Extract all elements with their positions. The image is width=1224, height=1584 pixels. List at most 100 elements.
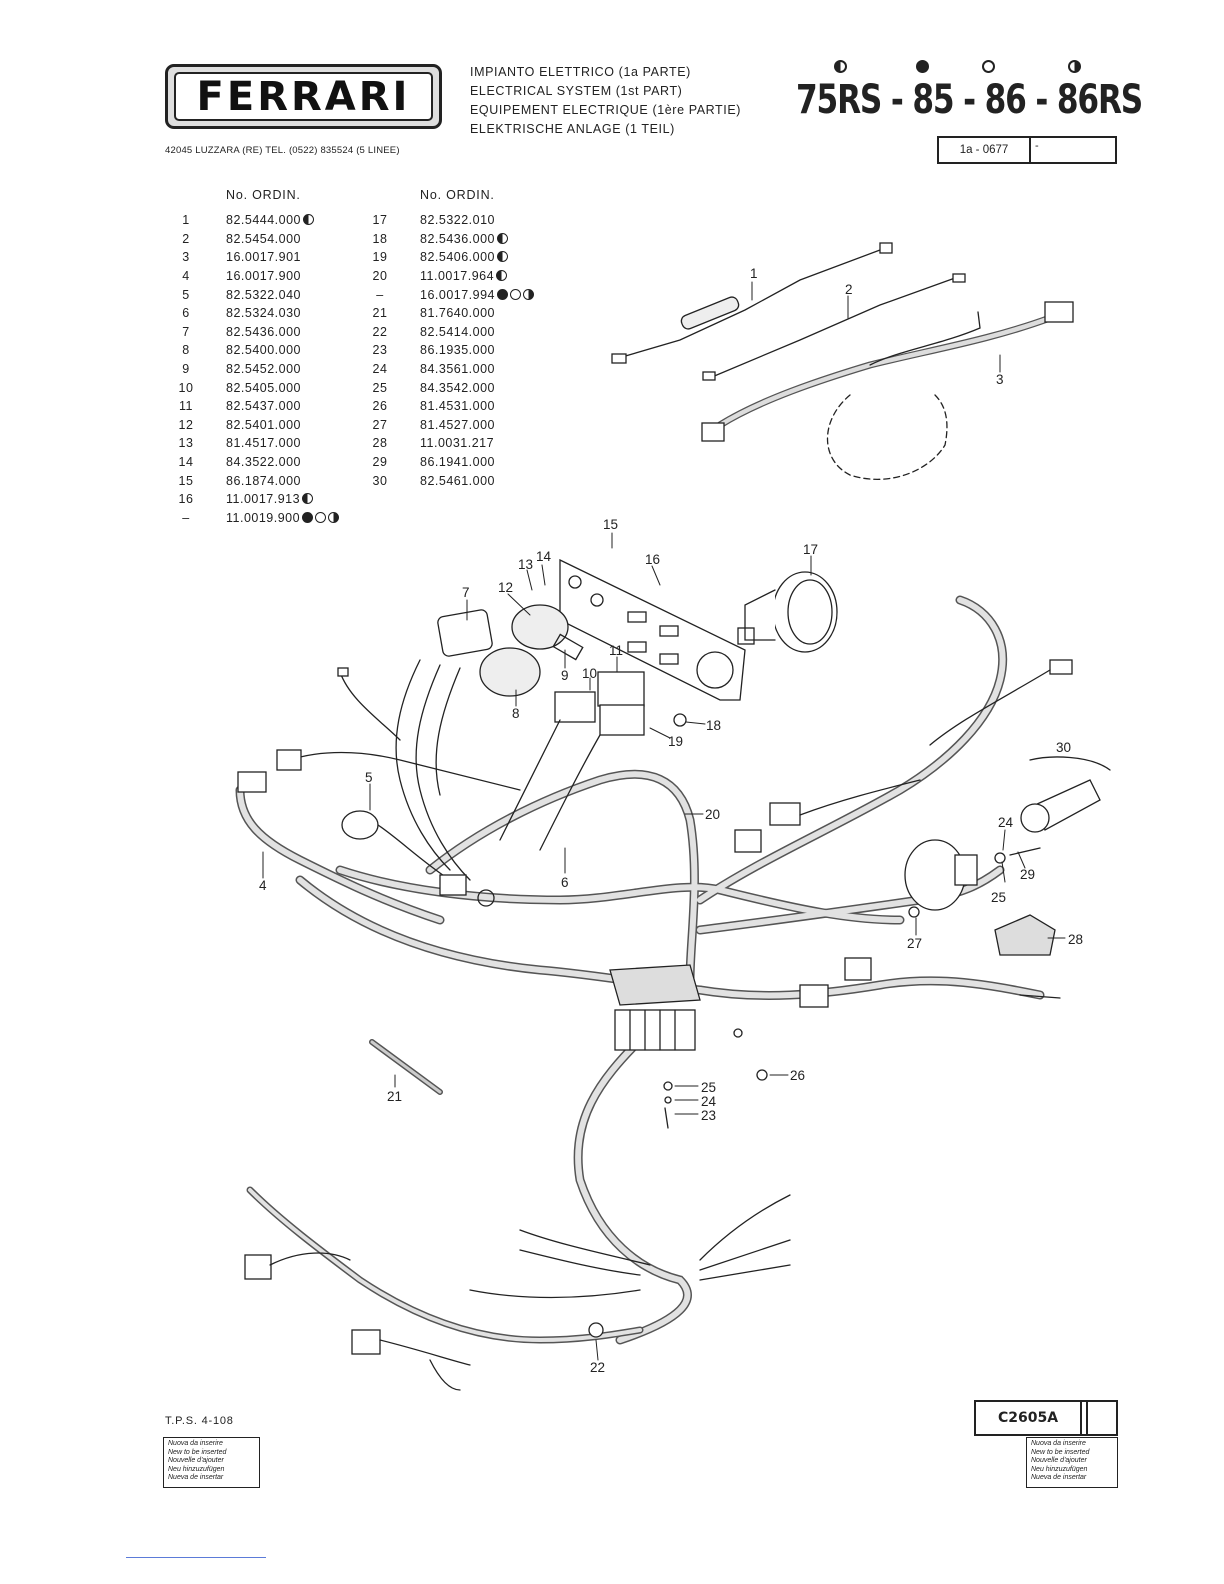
part-number: –: [376, 287, 384, 302]
callout-27: 27: [907, 936, 922, 951]
scan-artifact-line: [126, 1557, 266, 1558]
parts-header-left: No. ORDIN.: [226, 188, 301, 202]
order-number-cell: 82.5414.000: [420, 323, 534, 342]
callout-1: 1: [750, 266, 758, 281]
part-number: 17: [372, 213, 388, 228]
order-number: 86.1941.000: [420, 455, 496, 470]
code-divider: [1086, 1402, 1088, 1434]
order-number-cell: 82.5454.000: [226, 230, 339, 249]
model-symbol-86: [982, 60, 995, 73]
order-number: 11.0017.913: [226, 492, 301, 507]
order-number: 11.0031.217: [420, 436, 495, 451]
order-number-cell: 16.0017.900: [226, 267, 339, 286]
order-number-cell: 11.0019.900: [226, 509, 340, 528]
callout-9: 9: [561, 668, 569, 683]
parts-row: – 16.0017.994: [362, 285, 535, 304]
order-number: 81.4517.000: [226, 436, 302, 451]
part-number: 13: [178, 436, 194, 451]
drawing-code: C2605A: [976, 1402, 1082, 1434]
order-number: 11.0017.964: [420, 269, 495, 284]
order-number: 82.5414.000: [420, 324, 496, 339]
part-number: 20: [372, 269, 388, 284]
panel-part-16: [559, 558, 746, 701]
parts-row: 29 86.1941.000: [362, 453, 534, 472]
part-number: 22: [372, 324, 388, 339]
parts-row: 12 82.5401.000: [168, 416, 339, 435]
order-number-cell: 86.1941.000: [420, 453, 534, 472]
order-number: 82.5405.000: [226, 380, 302, 395]
model-symbol-icon: [523, 288, 535, 300]
order-number: 81.7640.000: [420, 306, 496, 321]
order-number-cell: 16.0017.994: [420, 285, 535, 304]
callout-2: 2: [845, 282, 853, 297]
order-number: 82.5436.000: [420, 231, 496, 246]
callout-29: 29: [1020, 867, 1035, 882]
part-number: 12: [178, 417, 194, 432]
part-number: 11: [179, 399, 193, 414]
section-titles: IMPIANTO ELETTRICO (1a PARTE) ELECTRICAL…: [470, 63, 741, 139]
part-number: 18: [372, 231, 388, 246]
model-symbol-icon: [497, 251, 509, 263]
order-number-cell: 82.5322.040: [226, 285, 339, 304]
model-symbol-icon: [315, 511, 327, 523]
model-symbol-icon: [302, 511, 314, 523]
note-line: Nouvelle d'ajouter: [168, 1457, 224, 1464]
callout-21: 21: [387, 1089, 402, 1104]
model-symbol-icon: [496, 270, 508, 282]
part-number: 19: [372, 250, 388, 265]
part-number: 1: [182, 213, 190, 228]
switch-assembly-part-30: [904, 756, 1111, 956]
order-number-cell: 11.0031.217: [420, 434, 534, 453]
order-number-cell: 82.5436.000: [420, 230, 534, 249]
note-line: New to be inserted: [168, 1448, 227, 1456]
order-number-cell: 81.4517.000: [226, 434, 339, 453]
part-number: 30: [372, 473, 388, 488]
callout-24-lower: 24: [701, 1094, 717, 1109]
note-box-left: Nuova da inserire New to be inserted Nou…: [163, 1437, 260, 1488]
order-number: 84.3522.000: [226, 455, 302, 470]
gauge-part-17: [737, 571, 838, 653]
order-number: 16.0017.901: [226, 250, 302, 265]
tps-reference: T.P.S. 4-108: [165, 1415, 234, 1427]
order-number-cell: 16.0017.901: [226, 248, 339, 267]
order-number: 11.0019.900: [226, 510, 301, 525]
callout-20: 20: [705, 807, 720, 822]
part-number: 7: [182, 324, 190, 339]
part-number: 21: [372, 306, 388, 321]
part-number: 29: [372, 455, 388, 470]
order-number: 82.5400.000: [226, 343, 302, 358]
lower-harness-part-22: [244, 1186, 791, 1391]
model-symbol-86rs: [1068, 60, 1081, 73]
note-line: Nueva de insertar: [1031, 1474, 1087, 1481]
part-number: 8: [182, 343, 190, 358]
part-number: 2: [182, 231, 190, 246]
part-number: –: [182, 510, 190, 525]
callout-26: 26: [790, 1068, 805, 1083]
order-number-cell: 82.5461.000: [420, 471, 534, 490]
part-number: 5: [182, 287, 190, 302]
title-french: EQUIPEMENT ELECTRIQUE (1ère PARTIE): [470, 103, 742, 117]
model-symbol-icon: [497, 232, 509, 244]
callout-16: 16: [645, 552, 660, 567]
callout-28: 28: [1068, 932, 1083, 947]
model-symbol-icon: [302, 493, 314, 505]
order-number-cell: 84.3561.000: [420, 360, 534, 379]
order-number: 82.5461.000: [420, 473, 496, 488]
callout-17: 17: [803, 542, 818, 557]
order-number-cell: 82.5401.000: [226, 416, 339, 435]
callout-12: 12: [498, 580, 513, 595]
order-number: 86.1935.000: [420, 343, 496, 358]
callout-5: 5: [365, 770, 373, 785]
part-number: 9: [182, 362, 190, 377]
part-number: 26: [372, 399, 388, 414]
reference-code: 1a - 0677: [939, 138, 1031, 162]
note-line: Nuova da inserire: [168, 1440, 223, 1447]
